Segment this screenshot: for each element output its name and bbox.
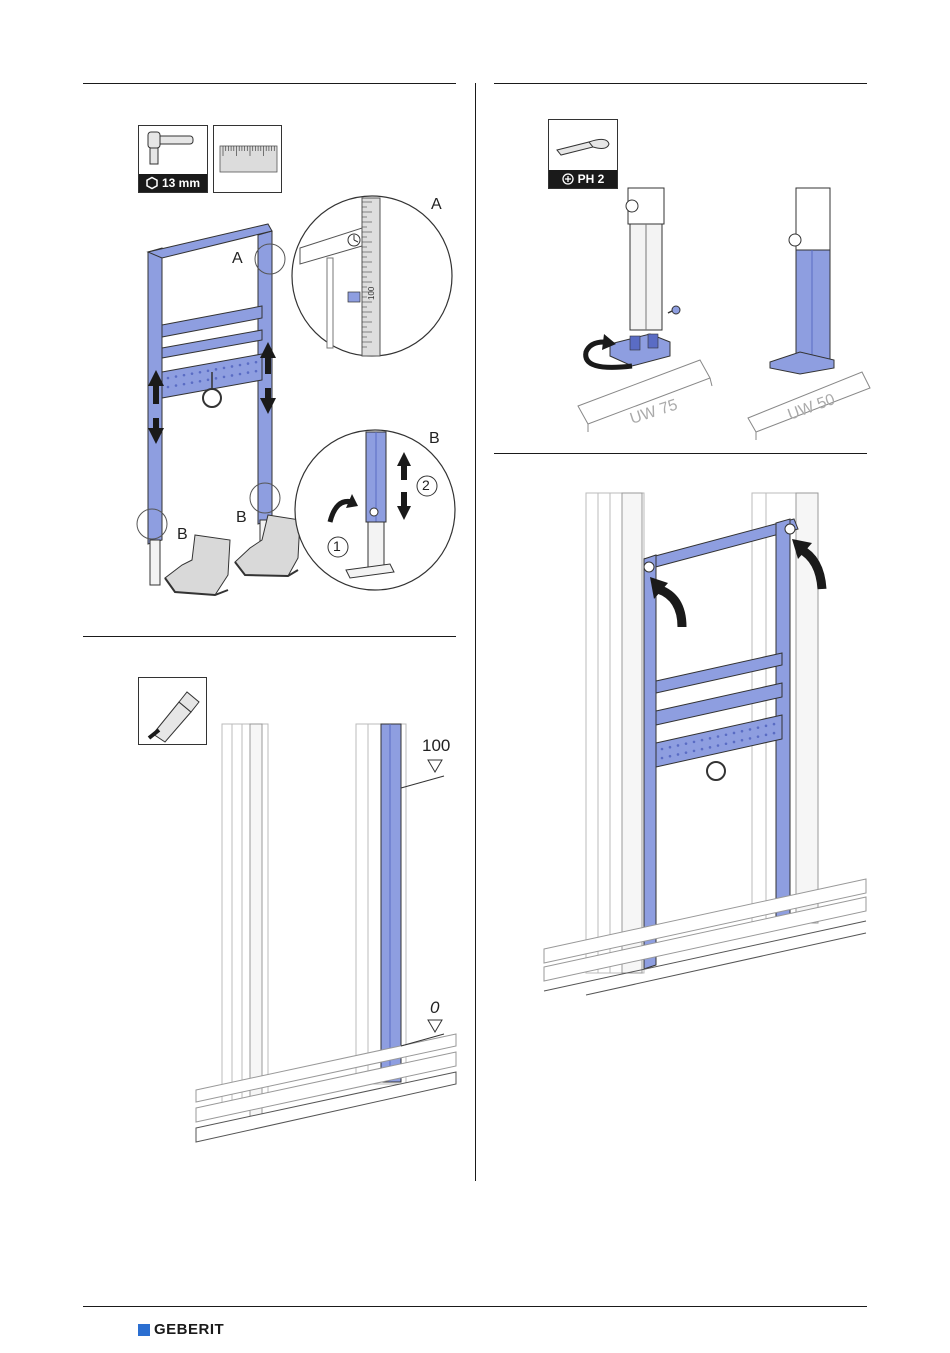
foot-base-illustration: UW 75 UW 50 [0,0,950,453]
panel-foot-base: PH 2 UW 75 UW 50 [0,0,950,453]
brand-logo: GEBERIT [138,1321,224,1338]
fix-arrow-left [658,589,682,627]
wood-stud-left [622,493,642,973]
right-leg-lower [796,250,830,360]
screw-icon [668,306,680,314]
panel-install-frame [0,453,950,1053]
installed-left-upright [644,555,656,969]
footer-rule [83,1306,867,1307]
frame-installed-illustration [0,453,950,1053]
brand-name: GEBERIT [154,1321,224,1338]
brand-square-icon [138,1324,150,1336]
installed-pipe-clamp [707,762,725,780]
